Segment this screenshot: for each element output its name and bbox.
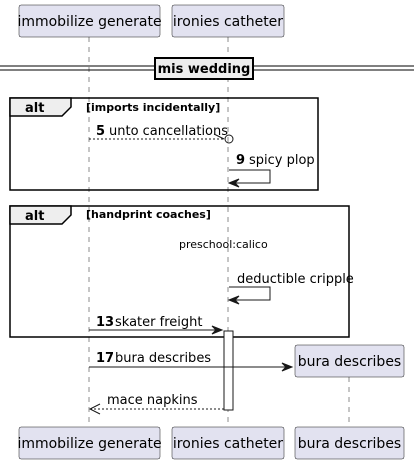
message-label: spicy plop — [249, 153, 315, 168]
lost-message-circle — [224, 134, 234, 144]
message-number: 17 — [96, 351, 114, 366]
participant-bottom-ironies-catheter[interactable]: ironies catheter — [171, 426, 285, 460]
message-label: mace napkins — [107, 393, 198, 408]
frame-keyword: alt — [25, 101, 44, 116]
alt-frame-2: alt [handprint coaches] — [9, 205, 350, 338]
message-number: 5 — [96, 124, 105, 139]
message-5: 5 unto cancellations — [89, 124, 234, 144]
frame-condition: [handprint coaches] — [86, 208, 211, 221]
divider: mis wedding — [0, 57, 414, 80]
participant-top-ironies-catheter[interactable]: ironies catheter — [171, 4, 285, 38]
message-number: 9 — [236, 153, 245, 168]
message-9: 9 spicy plop — [227, 153, 315, 188]
message-label: unto cancellations — [109, 124, 228, 139]
divider-label: mis wedding — [158, 62, 251, 77]
participant-label: immobilize generate — [17, 436, 161, 452]
message-label: bura describes — [115, 351, 211, 366]
frame-keyword: alt — [25, 209, 44, 224]
message-label: skater freight — [115, 315, 202, 330]
message-13: 13 skater freight — [89, 315, 224, 335]
message-deductible-cripple: deductible cripple — [227, 272, 354, 305]
participant-top-immobilize-generate[interactable]: immobilize generate — [17, 4, 162, 38]
alt-frame-1: alt [imports incidentally] — [9, 97, 319, 191]
note-label: preschool:calico — [179, 238, 268, 251]
participant-label: ironies catheter — [173, 436, 283, 452]
participant-created-bura-describes[interactable]: bura describes — [294, 344, 405, 378]
message-label: deductible cripple — [237, 272, 354, 287]
message-number: 13 — [96, 315, 114, 330]
activation-bar — [223, 330, 234, 411]
participant-bottom-bura-describes[interactable]: bura describes — [294, 426, 405, 460]
message-return-mace-napkins: mace napkins — [88, 393, 224, 415]
participant-label: bura describes — [298, 354, 401, 370]
participant-label: immobilize generate — [17, 14, 161, 30]
participant-label: ironies catheter — [173, 14, 283, 30]
message-17: 17 bura describes — [89, 351, 294, 372]
participant-bottom-immobilize-generate[interactable]: immobilize generate — [17, 426, 162, 460]
frame-condition: [imports incidentally] — [86, 101, 220, 114]
participant-label: bura describes — [298, 436, 401, 452]
